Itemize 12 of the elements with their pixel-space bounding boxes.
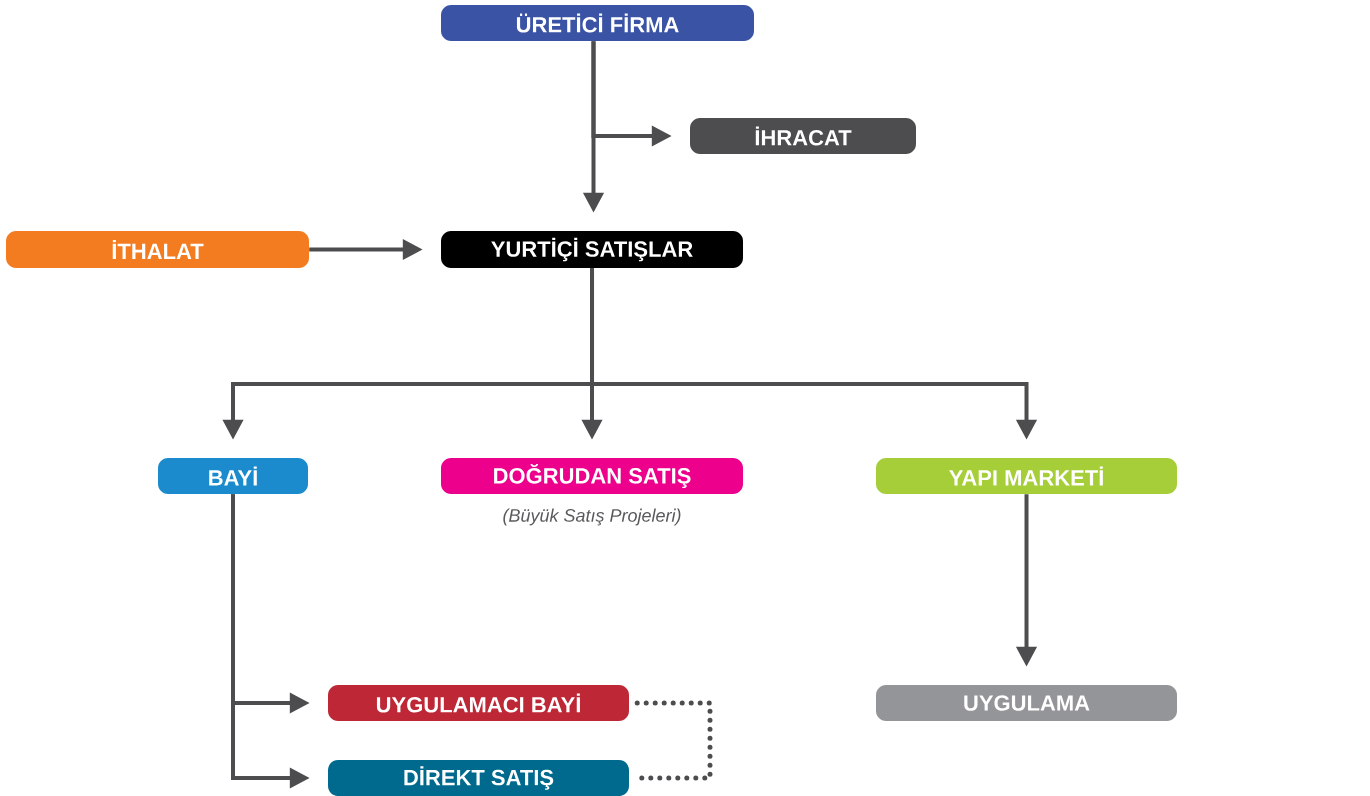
process-box: YURTİÇİ SATIŞLAR xyxy=(441,231,743,268)
process-box: DOĞRUDAN SATIŞ (Büyük Satış Projeleri) xyxy=(441,458,743,526)
process-box: İTHALAT xyxy=(6,231,309,268)
process-box: DİREKT SATIŞ xyxy=(328,760,629,796)
process-box: UYGULAMA xyxy=(876,685,1177,721)
node-label: (Büyük Satış Projeleri) xyxy=(503,508,681,526)
process-box: İHRACAT xyxy=(690,118,916,154)
process-box: UYGULAMACI BAYİ xyxy=(328,685,629,721)
process-box: ÜRETİCİ FİRMA xyxy=(441,5,754,41)
process-box: BAYİ xyxy=(158,458,308,494)
process-box: YAPI MARKETİ xyxy=(876,458,1177,494)
dotted-connector xyxy=(634,700,713,781)
